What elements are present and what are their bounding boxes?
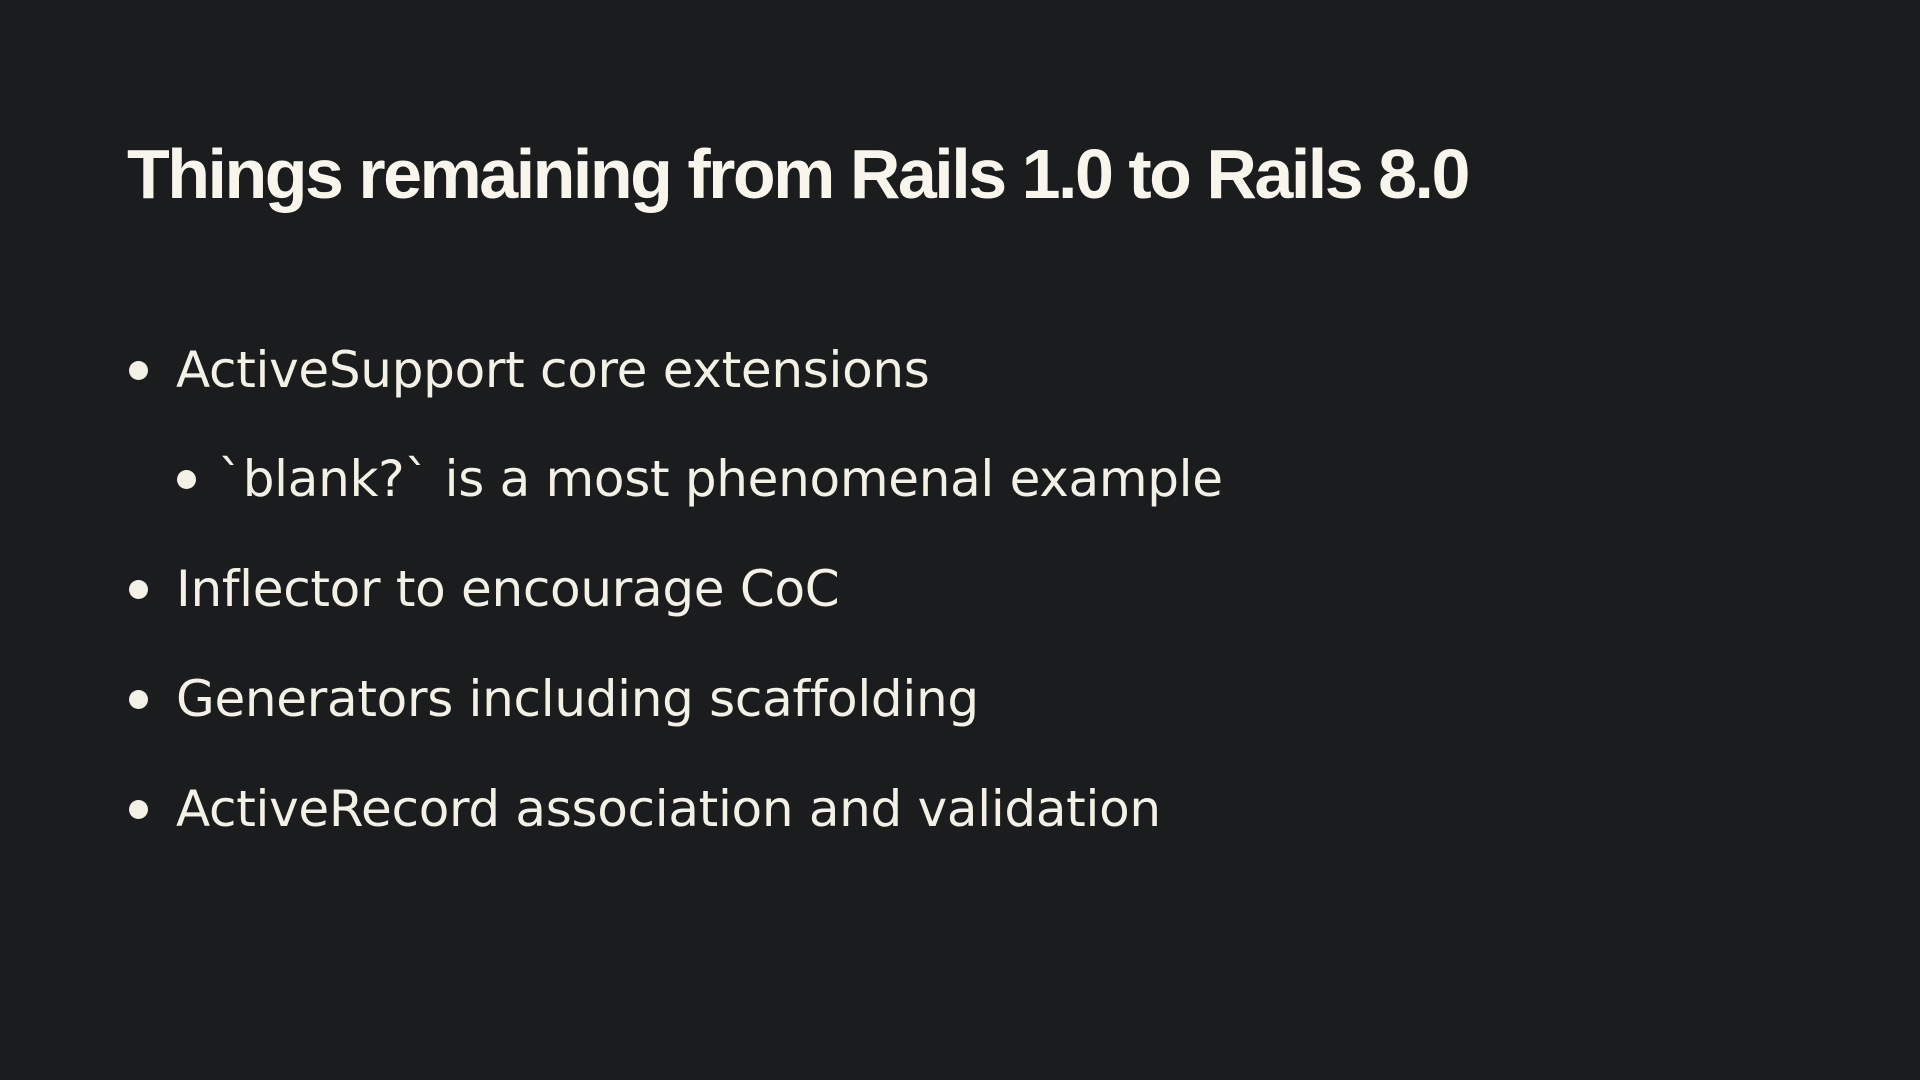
bullet-dot-icon — [129, 799, 148, 819]
bullet-dot-icon — [129, 360, 148, 380]
bullet-item: ActiveRecord association and validation — [129, 774, 1161, 844]
bullet-dot-icon — [129, 689, 148, 709]
bullet-dot-icon — [129, 579, 148, 599]
bullet-text: ActiveRecord association and validation — [176, 780, 1161, 838]
bullet-text: Generators including scaffolding — [176, 670, 979, 728]
bullet-item: Generators including scaffolding — [129, 664, 979, 734]
slide-title: Things remaining from Rails 1.0 to Rails… — [127, 135, 1470, 213]
bullet-item: Inflector to encourage CoC — [129, 554, 840, 624]
bullet-text: `blank?` is a most phenomenal example — [218, 450, 1223, 508]
sub-bullet-item: `blank?` is a most phenomenal example — [177, 444, 1223, 514]
bullet-text: Inflector to encourage CoC — [176, 560, 840, 618]
bullet-text: ActiveSupport core extensions — [176, 341, 930, 399]
bullet-item: ActiveSupport core extensions — [129, 335, 930, 405]
bullet-dot-icon — [177, 469, 196, 489]
